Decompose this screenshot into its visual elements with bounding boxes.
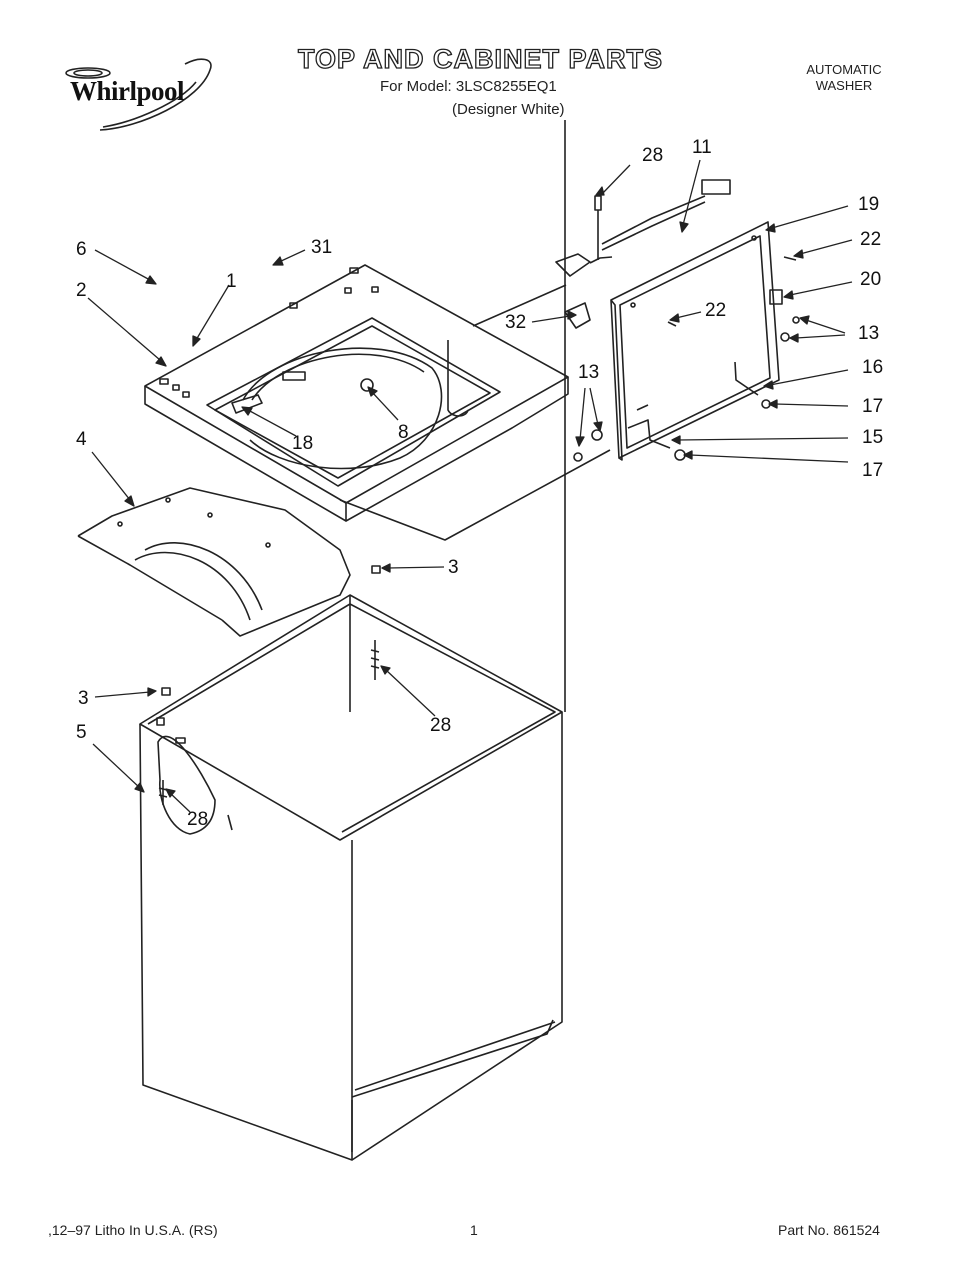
callout-3-left: 3	[78, 688, 89, 709]
appliance-type-line2: WASHER	[815, 78, 873, 93]
part-number: Part No. 861524	[778, 1222, 880, 1238]
cabinet	[139, 120, 566, 1161]
callout-13-left: 13	[578, 362, 600, 383]
callout-31: 31	[311, 237, 333, 258]
callout-32: 32	[505, 312, 527, 333]
callout-1: 1	[226, 271, 237, 292]
top-panel	[144, 264, 611, 541]
callout-28-bottom: 28	[187, 809, 209, 830]
callout-16: 16	[862, 357, 884, 378]
callout-22-right: 22	[860, 229, 882, 250]
callout-3-right: 3	[448, 557, 459, 578]
callout-20: 20	[860, 269, 882, 290]
variant-line: (Designer White)	[452, 101, 565, 118]
callout-19: 19	[858, 194, 880, 215]
lid-assembly	[555, 179, 800, 462]
page-title: TOP AND CABINET PARTS	[297, 43, 664, 74]
leader-lines	[87, 159, 853, 813]
callout-15: 15	[862, 427, 884, 448]
whirlpool-logo-icon	[65, 58, 212, 131]
appliance-type-line1: AUTOMATIC	[806, 62, 882, 77]
rear-panel	[77, 487, 351, 637]
callout-18: 18	[292, 433, 314, 454]
callout-28-middle: 28	[430, 715, 452, 736]
callout-28-top: 28	[642, 145, 664, 166]
page-number: 1	[470, 1222, 478, 1238]
callout-5: 5	[76, 722, 87, 743]
callout-13-right: 13	[858, 323, 880, 344]
callout-17-lower: 17	[862, 460, 884, 481]
callout-17-upper: 17	[862, 396, 884, 417]
callout-8: 8	[398, 422, 409, 443]
callout-6: 6	[76, 239, 87, 260]
callout-11: 11	[692, 137, 712, 158]
callout-22-inner: 22	[705, 300, 727, 321]
callout-4: 4	[76, 429, 87, 450]
model-line: For Model: 3LSC8255EQ1	[380, 78, 557, 95]
appliance-type: AUTOMATIC WASHER	[796, 62, 892, 94]
callout-2: 2	[76, 280, 87, 301]
brand-logo-text: Whirlpool	[70, 76, 185, 106]
print-info: ,12–97 Litho In U.S.A. (RS)	[48, 1222, 218, 1238]
